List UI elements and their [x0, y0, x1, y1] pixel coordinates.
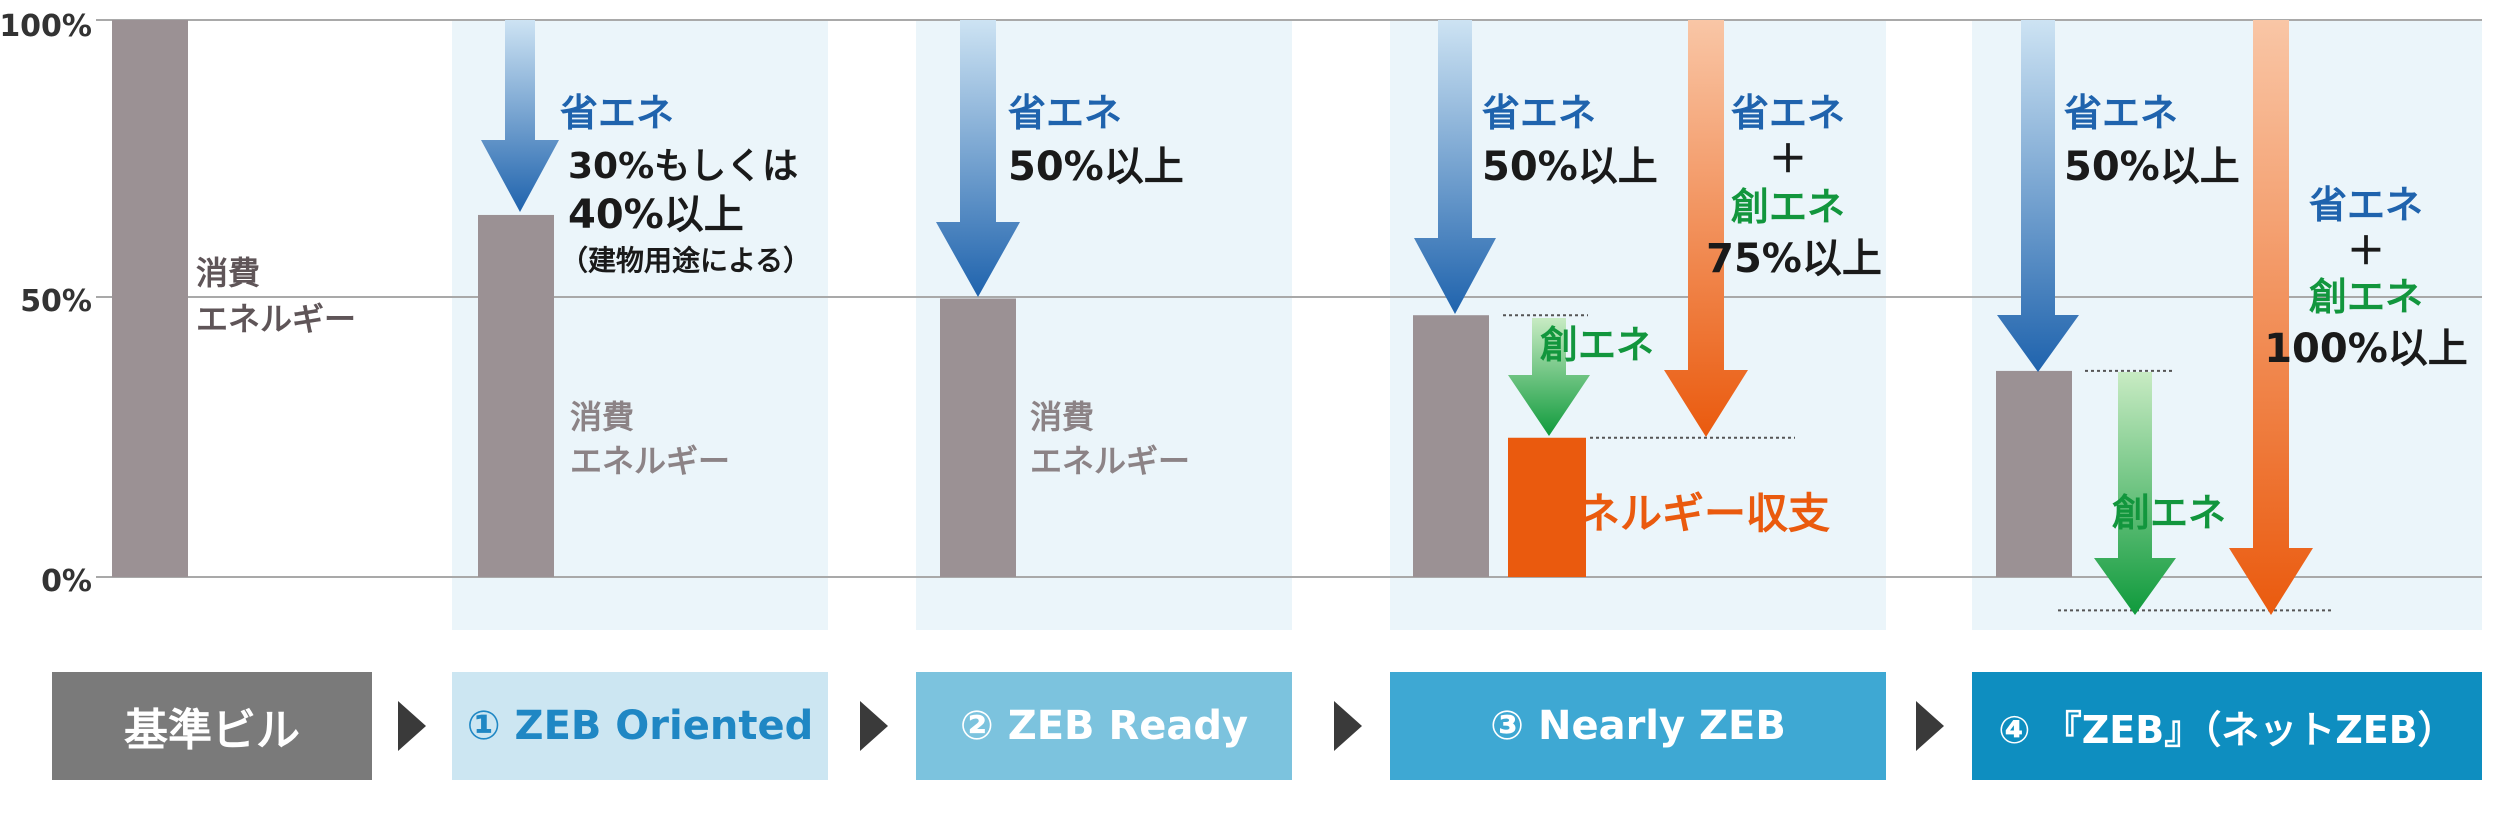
- arrow-combined-nearly: [1664, 20, 1748, 437]
- label-consumption-ready-2: エネルギー: [1030, 442, 1190, 480]
- anno-oriented-note: （建物用途による）: [560, 244, 811, 277]
- chevron-right-icon: [860, 701, 888, 751]
- anno-nearly-combined-a: 省エネ: [1731, 91, 1845, 135]
- anno-oriented-line2: 40%以上: [568, 192, 744, 238]
- y-tick-50: 50%: [20, 284, 92, 319]
- anno-oriented-title: 省エネ: [560, 91, 674, 135]
- stage-base-building: 基準ビル: [52, 672, 372, 780]
- anno-ready-title: 省エネ: [1008, 91, 1122, 135]
- anno-nearly-saving-title: 省エネ: [1482, 91, 1596, 135]
- chevron-right-icon: [1916, 701, 1944, 751]
- anno-zeb-combined-plus: ＋: [2347, 229, 2385, 273]
- anno-nearly-saving-value: 50%以上: [1482, 144, 1658, 190]
- anno-ready-value: 50%以上: [1008, 144, 1184, 190]
- anno-nearly-combined-b: 創エネ: [1731, 185, 1845, 229]
- bar-oriented: [478, 214, 554, 577]
- label-energy-balance: エネルギー収支: [1536, 489, 1830, 538]
- arrow-saving-zeb: [1997, 20, 2079, 372]
- label-consumption-oriented-1: 消費: [570, 398, 634, 436]
- anno-zeb-saving-title: 省エネ: [2064, 91, 2178, 135]
- anno-zeb-creation: 創エネ: [2112, 491, 2226, 535]
- label-consumption-base-2: エネルギー: [196, 300, 356, 338]
- zeb-chart: 100% 50% 0% 消費 エネルギー 消費 エネルギー 消費 エネルギー 省…: [0, 9, 2482, 630]
- stage-net-zeb: ④ 『ZEB』（ネットZEB）: [1972, 672, 2482, 780]
- anno-oriented-line1: 30%もしくは: [568, 146, 798, 187]
- y-tick-100: 100%: [0, 9, 92, 44]
- stage-zeb-ready: ② ZEB Ready: [916, 672, 1292, 780]
- label-consumption-ready-1: 消費: [1030, 398, 1094, 436]
- chevron-right-icon: [398, 701, 426, 751]
- bar-energy-balance: [1508, 437, 1586, 577]
- anno-zeb-combined-a: 省エネ: [2309, 183, 2423, 227]
- anno-zeb-combined-b: 創エネ: [2309, 275, 2423, 319]
- anno-nearly-combined-plus: ＋: [1769, 137, 1807, 181]
- arrow-creation-nearly: [1508, 318, 1590, 436]
- arrow-saving-ready: [936, 20, 1020, 297]
- stage-nearly-zeb: ③ Nearly ZEB: [1390, 672, 1886, 780]
- arrow-creation-zeb: [2094, 372, 2176, 615]
- bar-nearly-zeb: [1413, 315, 1489, 577]
- arrow-combined-zeb: [2229, 20, 2313, 615]
- arrow-saving-oriented: [481, 20, 559, 212]
- bar-ready: [940, 298, 1016, 577]
- bar-base: [112, 20, 188, 577]
- arrow-saving-nearly: [1414, 20, 1496, 314]
- y-tick-0: 0%: [41, 564, 92, 599]
- label-consumption-base-1: 消費: [196, 254, 260, 292]
- stage-zeb-oriented: ① ZEB Oriented: [452, 672, 828, 780]
- anno-nearly-creation: 創エネ: [1540, 323, 1654, 367]
- anno-zeb-combined-value: 100%以上: [2264, 326, 2468, 372]
- label-consumption-oriented-2: エネルギー: [570, 442, 730, 480]
- bar-zeb: [1996, 370, 2072, 577]
- anno-zeb-saving-value: 50%以上: [2064, 144, 2240, 190]
- anno-nearly-combined-value: 75%以上: [1706, 236, 1882, 282]
- chevron-right-icon: [1334, 701, 1362, 751]
